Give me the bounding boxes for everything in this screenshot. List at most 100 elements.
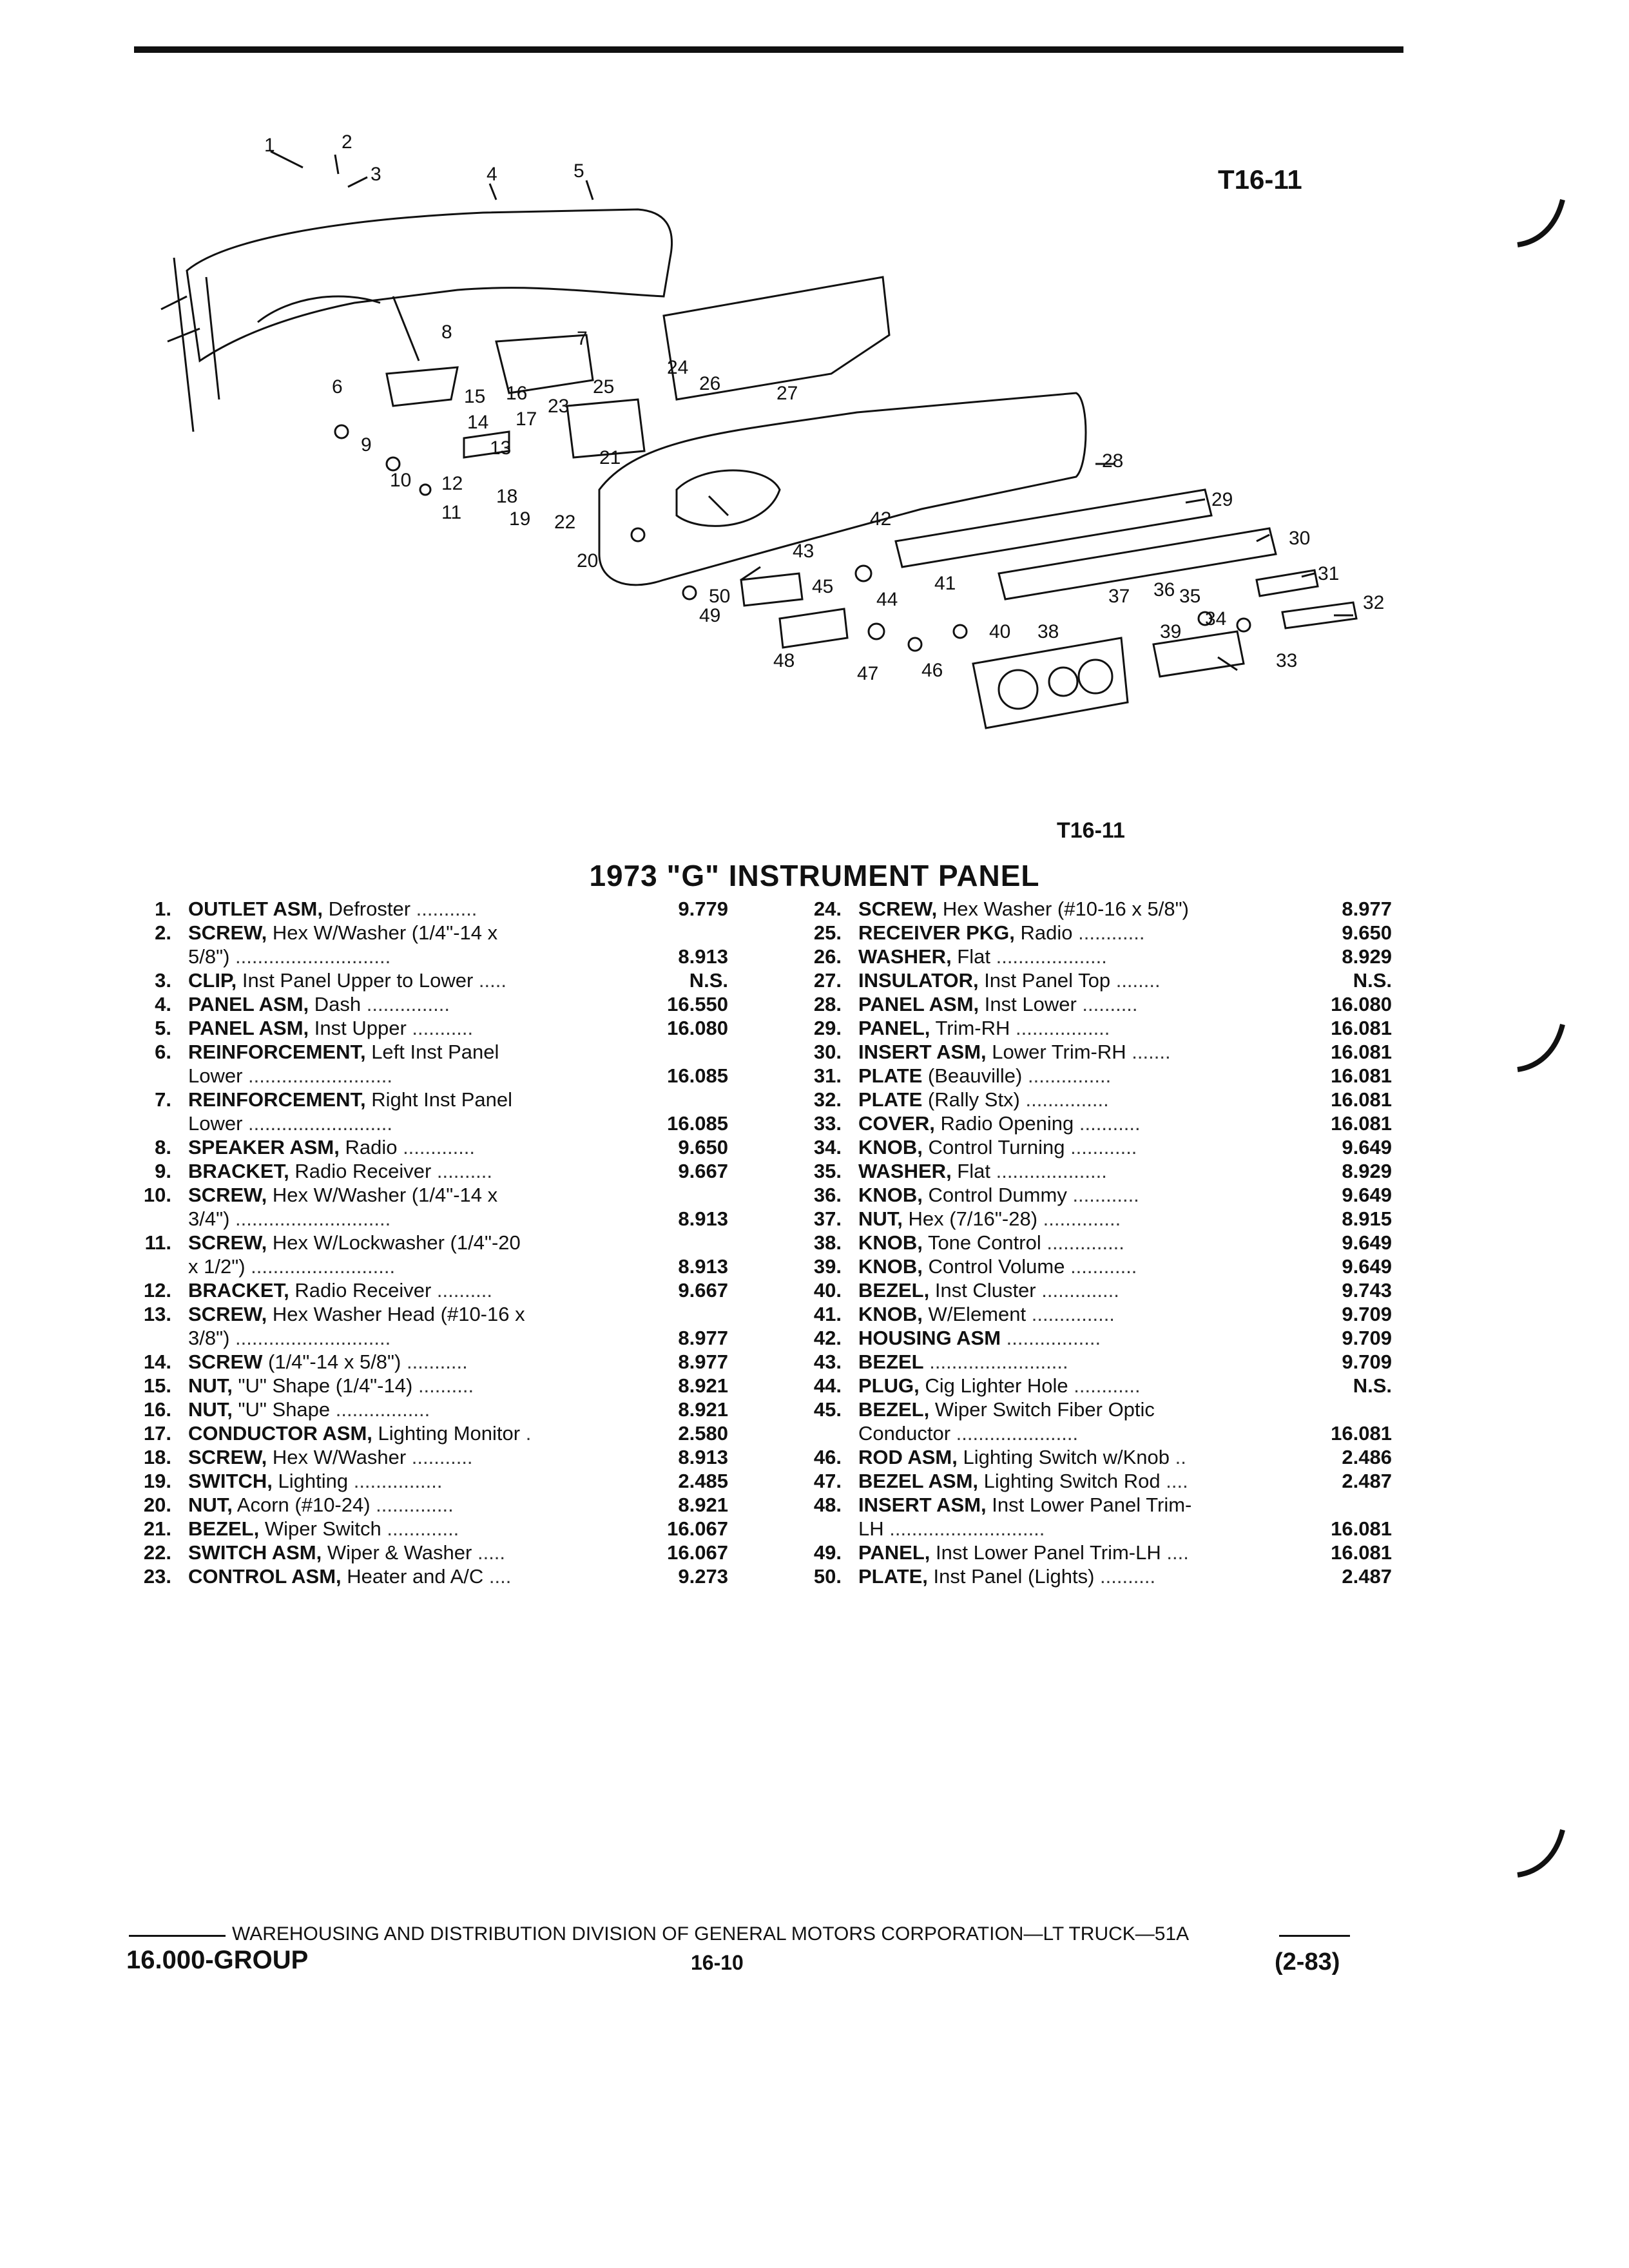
- group-code: 8.913: [678, 1207, 728, 1230]
- group-code: 16.081: [1331, 1088, 1392, 1111]
- part-description: PANEL ASM, Dash ...............: [188, 992, 631, 1016]
- group-code: 9.650: [1342, 921, 1392, 944]
- part-row: 49.PANEL, Inst Lower Panel Trim-LH ....1…: [780, 1541, 1392, 1564]
- group-code: 8.929: [1342, 1160, 1392, 1182]
- part-description: 3/4") ............................: [188, 1207, 631, 1231]
- callout-19: 19: [509, 508, 530, 530]
- group-code: 16.081: [1331, 1064, 1392, 1087]
- dash-outline: [186, 208, 673, 363]
- leader-dots: ............: [1072, 921, 1145, 944]
- part-number: 28.: [813, 993, 842, 1015]
- part-name: ROD ASM,: [858, 1446, 958, 1468]
- group-code: 2.487: [1342, 1470, 1392, 1492]
- part-number: 50.: [813, 1565, 842, 1588]
- part-description: PLATE (Beauville) ...............: [858, 1064, 1295, 1088]
- part-row: Lower .......................... 16.085: [110, 1111, 728, 1135]
- part-row: 5/8") ............................8.913: [110, 945, 728, 968]
- part-detail: Lower: [188, 1112, 243, 1135]
- part-row: 13.SCREW, Hex Washer Head (#10-16 x: [110, 1302, 728, 1326]
- part-row: 3/8") ............................8.977: [110, 1326, 728, 1350]
- page-title: 1973 "G" INSTRUMENT PANEL: [589, 859, 1040, 892]
- binder-mark-icon: [1517, 198, 1565, 247]
- group-code: 9.649: [1342, 1184, 1392, 1206]
- part-detail: (Beauville): [922, 1064, 1023, 1087]
- group-code: 16.081: [1331, 1422, 1392, 1445]
- callout-9: 9: [361, 434, 372, 456]
- part-number: 32.: [813, 1088, 842, 1111]
- part-detail: Control Volume: [922, 1255, 1065, 1278]
- group-code: 16.085: [667, 1112, 728, 1135]
- part-description: KNOB, Control Volume ............: [858, 1254, 1295, 1278]
- part-description: SCREW, Hex W/Washer (1/4"-14 x: [188, 1183, 631, 1207]
- leader-dots: .....: [472, 1541, 506, 1564]
- part-number: 29.: [813, 1017, 842, 1039]
- group-code: 9.649: [1342, 1255, 1392, 1278]
- callout-47: 47: [857, 663, 878, 684]
- part-row: 41.KNOB, W/Element ...............9.709: [780, 1302, 1392, 1326]
- callout-4: 4: [487, 164, 497, 185]
- figure-caption: T16-11: [1057, 818, 1125, 843]
- part-description: PANEL ASM, Inst Upper ...........: [188, 1016, 631, 1040]
- part-row: 45.BEZEL, Wiper Switch Fiber Optic: [780, 1398, 1392, 1421]
- part-row: 5.PANEL ASM, Inst Upper ...........16.08…: [110, 1016, 728, 1040]
- part-number: 35.: [813, 1160, 842, 1182]
- part-detail: "U" Shape (1/4"-14): [232, 1374, 413, 1397]
- part-row: 27.INSULATOR, Inst Panel Top ........N.S…: [780, 968, 1392, 992]
- part-row: 19.SWITCH, Lighting ................2.48…: [110, 1469, 728, 1493]
- callout-27: 27: [776, 383, 798, 404]
- callout-32: 32: [1363, 592, 1384, 613]
- part-name: SWITCH ASM,: [188, 1541, 322, 1564]
- callout-23: 23: [548, 396, 569, 417]
- part-row: 42.HOUSING ASM .................9.709: [780, 1326, 1392, 1350]
- part-description: KNOB, Tone Control ..............: [858, 1231, 1295, 1254]
- part-number: 6.: [155, 1041, 171, 1063]
- part-description: REINFORCEMENT, Right Inst Panel: [188, 1088, 631, 1111]
- part-description: SCREW, Hex Washer (#10-16 x 5/8"): [858, 897, 1295, 921]
- leader-dots: ..........: [1076, 993, 1138, 1015]
- callout-15: 15: [464, 386, 485, 407]
- part-number: 20.: [143, 1494, 171, 1516]
- leader-dots: ...............: [1019, 1088, 1109, 1111]
- group-code: 9.649: [1342, 1136, 1392, 1158]
- part-name: NUT,: [188, 1494, 233, 1516]
- part-detail: Acorn (#10-24): [232, 1494, 371, 1516]
- part-row: 21.BEZEL, Wiper Switch .............16.0…: [110, 1517, 728, 1541]
- part-detail: Wiper Switch Fiber Optic: [929, 1398, 1155, 1421]
- part-number: 15.: [143, 1374, 171, 1397]
- leader-dots: ...........: [406, 1446, 473, 1468]
- callout-16: 16: [506, 383, 527, 404]
- group-code: 16.067: [667, 1541, 728, 1564]
- leader-dots: .................: [1010, 1017, 1110, 1039]
- leader-dots: ............: [1066, 1184, 1139, 1206]
- leader-dots: ...............: [1026, 1303, 1115, 1325]
- lower-panel: [598, 392, 1087, 586]
- callout-24: 24: [667, 357, 688, 378]
- part-row: 7. REINFORCEMENT, Right Inst Panel: [110, 1088, 728, 1111]
- part-description: KNOB, W/Element ...............: [858, 1302, 1295, 1326]
- part-row: 28.PANEL ASM, Inst Lower ..........16.08…: [780, 992, 1392, 1016]
- part-number: 24.: [813, 898, 842, 920]
- callout-28: 28: [1102, 450, 1123, 472]
- group-code: 16.080: [1331, 993, 1392, 1015]
- part-detail: Radio: [1014, 921, 1073, 944]
- part-row: 44.PLUG, Cig Lighter Hole ............N.…: [780, 1374, 1392, 1398]
- part-description: ROD ASM, Lighting Switch w/Knob ..: [858, 1445, 1295, 1469]
- part-number: 7.: [155, 1088, 171, 1111]
- part-row: 38.KNOB, Tone Control ..............9.64…: [780, 1231, 1392, 1254]
- callout-45: 45: [812, 576, 833, 597]
- group-code: 2.485: [678, 1470, 728, 1492]
- leader-dots: ..: [1170, 1446, 1186, 1468]
- part-row: 4.PANEL ASM, Dash ...............16.550: [110, 992, 728, 1016]
- part-detail: Flat: [951, 1160, 990, 1182]
- part-name: NUT,: [188, 1374, 233, 1397]
- part-row: 1.OUTLET ASM, Defroster ...........9.779: [110, 897, 728, 921]
- callout-8: 8: [441, 322, 452, 343]
- part-detail: Hex Washer Head (#10-16 x: [267, 1303, 525, 1325]
- part-detail: x 1/2"): [188, 1255, 246, 1278]
- part-name: SCREW,: [188, 921, 267, 944]
- part-description: BEZEL .........................: [858, 1350, 1295, 1374]
- part-description: Lower ..........................: [188, 1111, 631, 1135]
- group-code: 9.709: [1342, 1350, 1392, 1373]
- part-name: PANEL ASM,: [188, 1017, 309, 1039]
- part-row: 18.SCREW, Hex W/Washer ...........8.913: [110, 1445, 728, 1469]
